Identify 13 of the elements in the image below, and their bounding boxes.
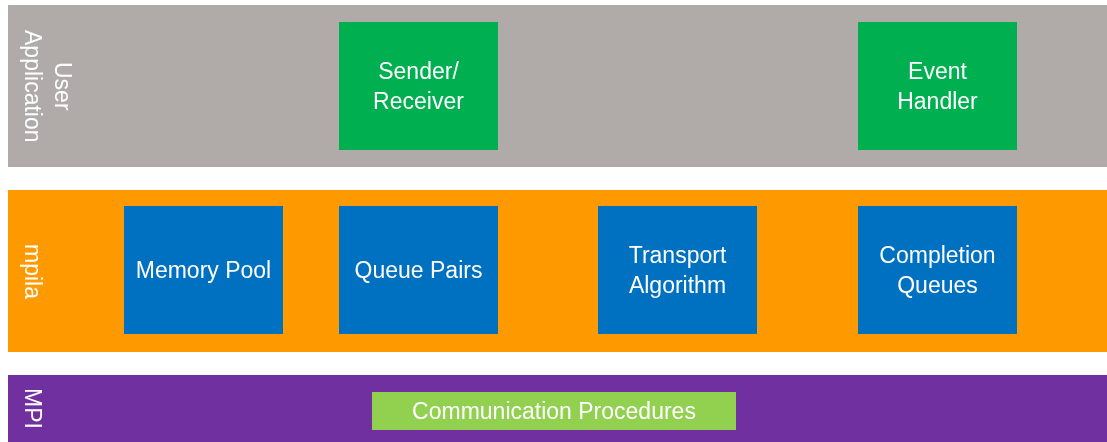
layer-band: [8, 375, 1107, 442]
component-box: Completion Queues: [858, 206, 1017, 334]
layer-band: [8, 190, 1107, 352]
layer-title: mpila: [19, 243, 47, 299]
component-box: Event Handler: [858, 22, 1017, 150]
component-box: Communication Procedures: [372, 392, 736, 430]
component-box: Queue Pairs: [339, 206, 498, 334]
component-box: Memory Pool: [124, 206, 283, 334]
layer-band: [8, 5, 1107, 167]
component-box: Transport Algorithm: [598, 206, 757, 334]
layer-title: User Application: [19, 28, 77, 145]
component-box: Sender/ Receiver: [339, 22, 498, 150]
layer-title: MPI: [19, 388, 47, 429]
